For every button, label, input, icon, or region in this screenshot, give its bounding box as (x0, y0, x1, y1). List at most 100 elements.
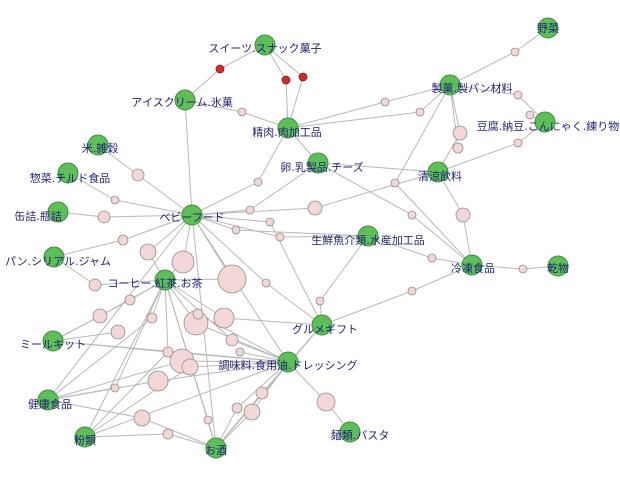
category-label-coffee: コーヒー.紅茶.お茶 (108, 277, 203, 290)
category-node-tofu (534, 111, 556, 133)
category-node-health (37, 389, 59, 411)
category-label-flour: 粉類 (74, 434, 96, 447)
rule-node (203, 415, 213, 425)
rule-node (97, 210, 111, 224)
graph-edge (164, 279, 169, 353)
category-node-dried (547, 255, 569, 277)
category-node-rice (87, 134, 109, 156)
rule-node (192, 308, 204, 320)
graph-edge (114, 279, 166, 389)
rule-node (92, 308, 108, 324)
graph-edge (319, 235, 369, 302)
category-node-vegetables (537, 17, 559, 39)
category-node-seasoning (277, 351, 299, 373)
graph-edge (84, 433, 169, 438)
graph-edge (317, 162, 439, 173)
category-label-gourmet: グルメギフト (292, 322, 358, 336)
category-label-vegetables: 野菜 (537, 22, 559, 35)
category-label-frozen: 冷凍食品 (451, 261, 495, 275)
graph-edge (103, 214, 193, 218)
graph-edge (394, 84, 451, 184)
graph-edge (215, 324, 323, 449)
rule-node (225, 333, 239, 347)
category-node-bread (43, 246, 65, 268)
graph-edge (384, 84, 451, 103)
graph-edge (287, 111, 421, 129)
category-label-seafood: 生鮮魚介類.水産加工品 (311, 233, 425, 247)
graph-edge (52, 299, 131, 342)
rule-node (407, 286, 417, 296)
category-label-tofu: 豆腐.納豆.こんにゃく.練り物 (477, 119, 620, 133)
graph-edge (191, 181, 259, 216)
category-node-confectionery (439, 74, 461, 96)
category-label-eggs: 卵.乳製品.チーズ (280, 160, 363, 174)
category-label-seasoning: 調味料.食用油.ドレッシング (219, 358, 358, 372)
rule-node (237, 107, 247, 117)
rule-node (162, 428, 174, 440)
rule-node (235, 347, 245, 357)
graph-edge (437, 142, 519, 173)
rule-node (265, 217, 275, 227)
graph-edge (265, 282, 323, 326)
graph-edge (411, 264, 473, 292)
highlighted-rule-node (298, 72, 308, 82)
rule-node (131, 168, 145, 182)
category-node-icecream (174, 89, 196, 111)
graph-edge (321, 290, 413, 326)
rule-node (110, 324, 126, 340)
rule-node (407, 210, 417, 220)
category-node-canned (47, 201, 69, 223)
category-node-deli (57, 162, 79, 184)
category-label-health: 健康食品 (28, 397, 72, 411)
rule-node (452, 125, 468, 141)
rule-node (162, 346, 174, 358)
rule-node (307, 200, 323, 216)
rule-node (452, 142, 464, 154)
rule-node (245, 205, 255, 215)
category-node-mealkit (42, 330, 64, 352)
category-label-rice: 米.雑穀 (82, 141, 119, 155)
graph-edge (191, 214, 271, 223)
rule-node (513, 90, 523, 100)
category-node-gourmet (311, 314, 333, 336)
category-label-alcohol: お酒 (205, 444, 227, 457)
graph-edge (47, 214, 193, 401)
rule-node (139, 243, 157, 261)
category-label-noodles: 麺類.パスタ (331, 429, 390, 442)
graph-edge (94, 279, 166, 286)
rule-node (455, 207, 471, 223)
rule-node (231, 402, 243, 414)
rule-node (390, 178, 400, 188)
graph-edge (164, 279, 225, 319)
category-label-mealkit: ミールキット (20, 338, 86, 351)
rule-node (110, 195, 120, 205)
graph-edge (191, 214, 267, 284)
rule-node (513, 138, 523, 148)
category-node-coffee (154, 269, 176, 291)
category-label-softdrinks: 清涼飲料 (418, 169, 462, 183)
graph-edge (114, 199, 193, 216)
category-label-deli: 惣菜.チルド食品 (30, 171, 111, 185)
graph-edge (47, 360, 183, 401)
category-node-noodles (339, 421, 361, 443)
rule-node (117, 234, 129, 246)
rule-node (275, 232, 285, 242)
rule-node (171, 250, 195, 274)
graph-edge (411, 214, 473, 266)
category-label-dried: 乾物 (547, 261, 569, 275)
graph-edge (236, 361, 289, 409)
category-node-babyfood (181, 204, 203, 226)
graph-edge (367, 235, 433, 259)
graph-edge (279, 235, 369, 238)
graph-edge (157, 361, 289, 382)
graph-edge (189, 361, 289, 368)
rule-node (217, 264, 247, 294)
graph-edge (394, 182, 473, 266)
graph-edge (53, 239, 124, 258)
category-label-meat: 精肉.肉加工品 (252, 126, 322, 139)
category-label-confectionery: 製菓.製パン材料 (431, 81, 512, 95)
rule-node (243, 403, 261, 421)
graph-edge (47, 387, 116, 401)
graph-edge (84, 361, 289, 438)
category-node-flour (74, 426, 96, 448)
